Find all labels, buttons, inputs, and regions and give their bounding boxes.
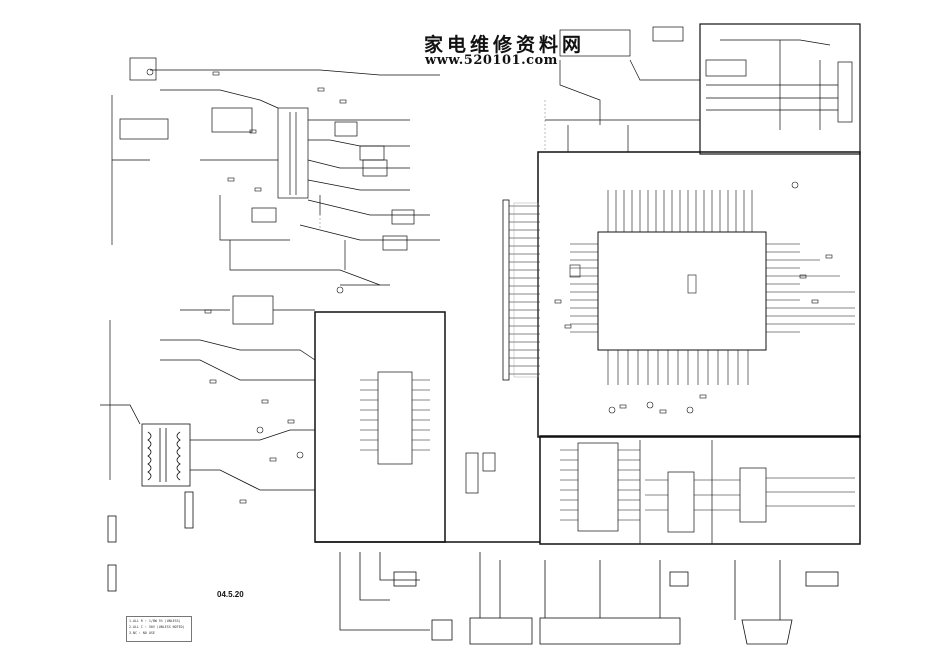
vga-connector	[741, 619, 793, 645]
note-line: 2.ALL C : 50V (UNLESS NOTED)	[129, 625, 185, 629]
top-connector	[545, 26, 701, 152]
watermark-site-name: 家电维修资料网	[424, 34, 586, 56]
mcu-input-connector	[502, 199, 540, 381]
inverter-ic	[109, 295, 430, 480]
watermark-url: www.520101.com	[425, 53, 558, 68]
note-line: 3.NC : NO USE	[129, 631, 155, 635]
power-supply-section	[111, 57, 440, 286]
scaler-panel	[539, 435, 861, 545]
revision-date: 04.5.20	[217, 590, 244, 599]
main-ic	[570, 190, 855, 385]
audio-panel	[705, 39, 853, 130]
passive-components	[146, 68, 833, 504]
transformer	[100, 404, 315, 592]
bottom-connectors	[339, 552, 839, 645]
note-line: 1.ALL R : 1/8W 5% (UNLESS)	[129, 619, 181, 623]
notes-box: 1.ALL R : 1/8W 5% (UNLESS) 2.ALL C : 50V…	[126, 616, 192, 642]
scaler-ics	[465, 440, 855, 544]
